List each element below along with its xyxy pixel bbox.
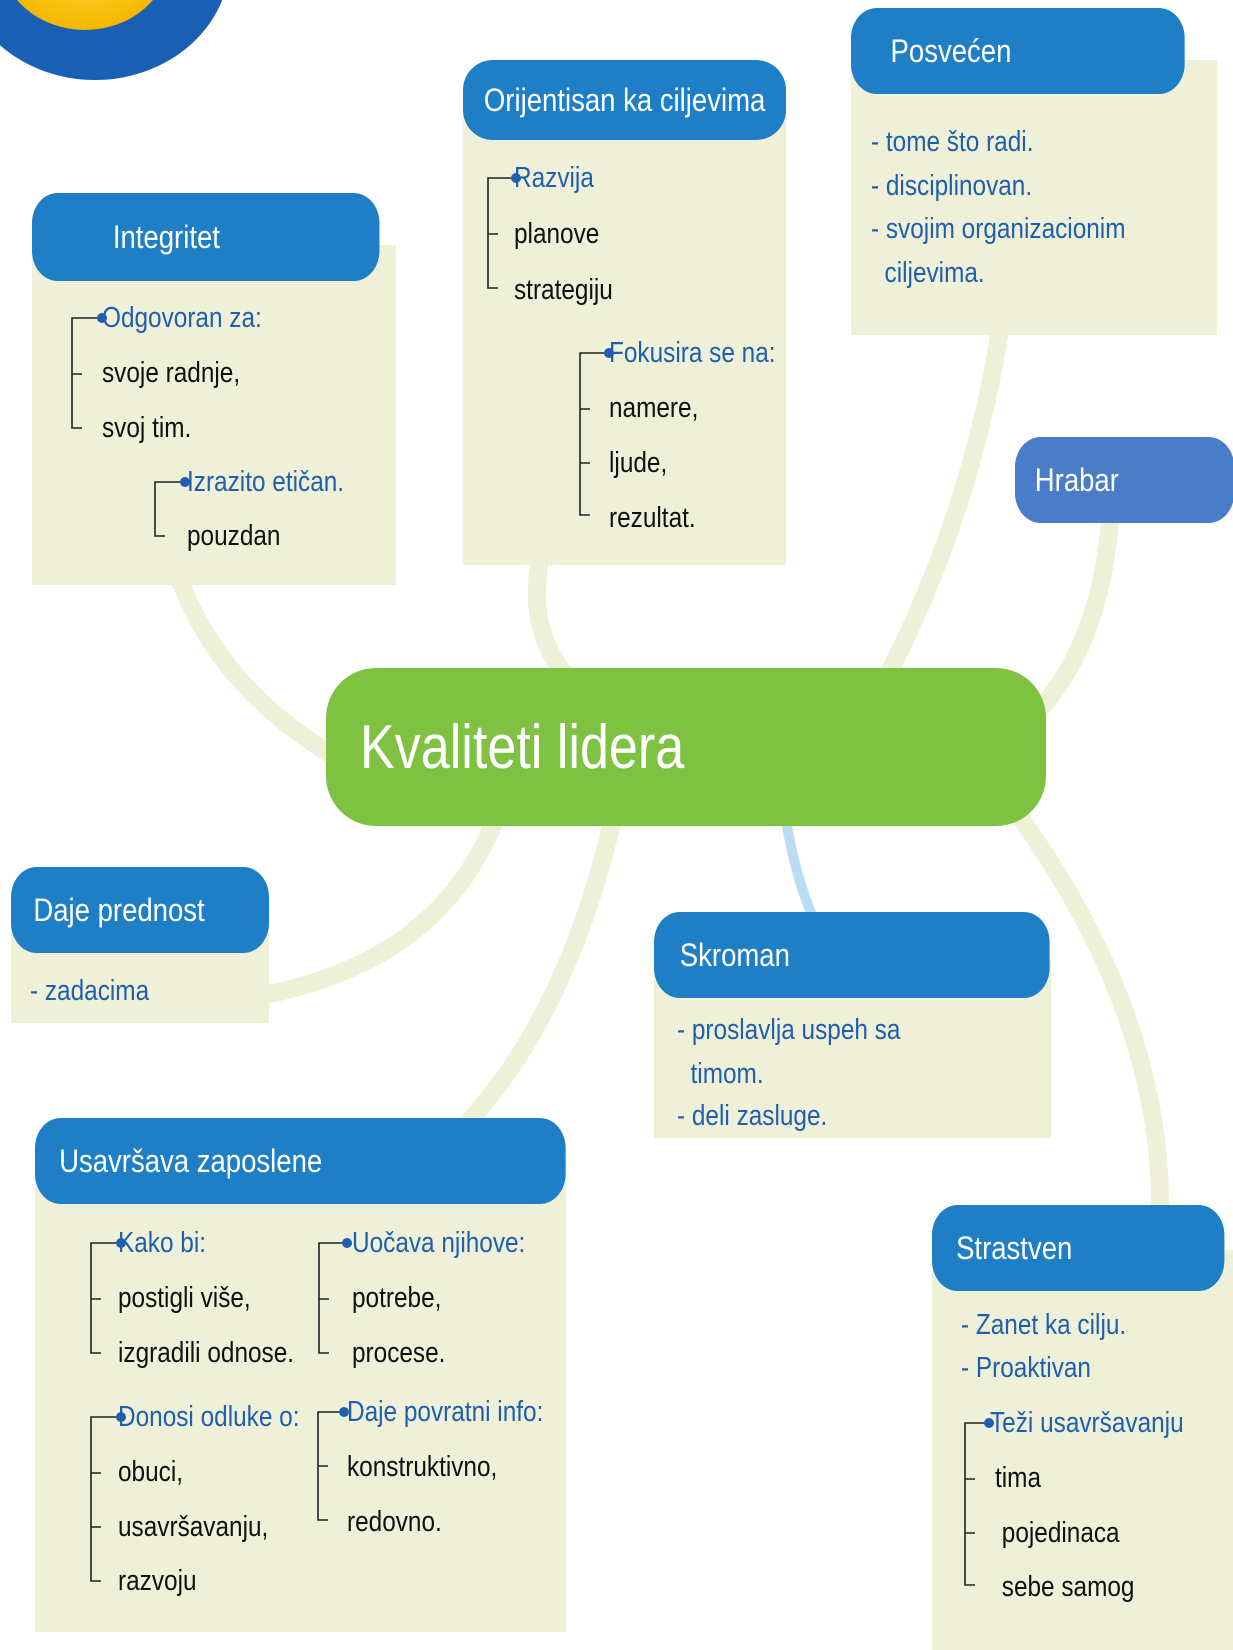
skroman-title: Skroman	[679, 937, 790, 973]
connector-usavrsava	[461, 801, 624, 1129]
uocava-item-2: procese.	[352, 1337, 446, 1369]
sun-logo-icon	[0, 0, 170, 30]
posvecen-line-2: - disciplinovan.	[871, 170, 1033, 202]
donosi-item-3: razvoju	[118, 1565, 197, 1597]
orijentisan-header: Orijentisan ka ciljevima	[463, 60, 786, 140]
connector-integritet	[171, 571, 349, 769]
strastven-box	[932, 1250, 1233, 1650]
kako-bi-heading: Kako bi:	[118, 1227, 207, 1259]
integritet-heading-1: Odgovoran za:	[102, 302, 262, 334]
orijentisan-item-5: rezultat.	[609, 502, 696, 534]
posvecen-line-1: - tome što radi.	[871, 126, 1034, 158]
daje-prednost-header: Daje prednost	[11, 867, 269, 953]
integritet-box	[32, 245, 396, 585]
donosi-item-1: obuci,	[118, 1456, 184, 1488]
uocava-heading: Uočava njihove:	[352, 1227, 526, 1259]
skroman-line-3: - deli zasluge.	[677, 1100, 828, 1132]
povratni-heading: Daje povratni info:	[347, 1396, 544, 1428]
integritet-title: Integritet	[112, 219, 220, 255]
povratni-item-2: redovno.	[347, 1506, 442, 1538]
integritet-heading-2: Izrazito etičan.	[187, 466, 345, 498]
orijentisan-item-2: strategiju	[514, 274, 613, 306]
donosi-item-2: usavršavanju,	[118, 1511, 269, 1543]
strastven-line-2: - Proaktivan	[961, 1352, 1091, 1384]
donosi-heading: Donosi odluke o:	[118, 1401, 300, 1433]
posvecen-box	[851, 60, 1217, 335]
integritet-header: Integritet	[32, 193, 380, 281]
connector-daje-prednost	[256, 811, 504, 1004]
uocava-item-1: potrebe,	[352, 1282, 442, 1314]
posvecen-line-4: ciljevima.	[871, 257, 985, 289]
strastven-header: Strastven	[932, 1205, 1225, 1291]
central-title: Kvaliteti lidera	[360, 712, 685, 782]
strastven-heading: Teži usavršavanju	[990, 1407, 1184, 1439]
logo	[0, 0, 230, 80]
hrabar-header: Hrabar	[1015, 437, 1233, 523]
kako-bi-item-2: izgradili odnose.	[118, 1337, 295, 1369]
orijentisan-item-3: namere,	[609, 392, 699, 424]
integritet-item-3: pouzdan	[187, 520, 281, 552]
skroman-line-1: - proslavlja uspeh sa	[677, 1014, 901, 1046]
daje-prednost-title: Daje prednost	[33, 892, 205, 928]
daje-prednost-line-1: - zadacima	[30, 975, 150, 1007]
usavrsava-title: Usavršava zaposlene	[59, 1143, 323, 1179]
posvecen-title: Posvećen	[890, 33, 1012, 69]
hrabar-title: Hrabar	[1034, 462, 1119, 498]
central-node: Kvaliteti lidera	[326, 668, 1046, 826]
integritet-item-2: svoj tim.	[102, 412, 192, 444]
connector-skroman	[780, 810, 817, 920]
posvecen-header: Posvećen	[851, 8, 1185, 94]
strastven-line-1: - Zanet ka cilju.	[961, 1309, 1127, 1341]
strastven-item-3: sebe samog	[995, 1571, 1135, 1603]
strastven-item-2: pojedinaca	[995, 1517, 1120, 1549]
connector-hrabar	[1021, 511, 1119, 729]
skroman-header: Skroman	[654, 912, 1050, 998]
posvecen-line-3: - svojim organizacionim	[871, 213, 1126, 245]
orijentisan-item-1: planove	[514, 218, 600, 250]
usavrsava-header: Usavršava zaposlene	[35, 1118, 566, 1204]
kako-bi-item-1: postigli više,	[118, 1282, 251, 1314]
skroman-line-2: timom.	[677, 1058, 764, 1090]
usavrsava-box	[35, 1160, 566, 1632]
strastven-title: Strastven	[956, 1230, 1073, 1266]
orijentisan-item-4: ljude,	[609, 447, 668, 479]
connector-strastven	[1006, 801, 1169, 1214]
orijentisan-title: Orijentisan ka ciljevima	[483, 82, 766, 118]
connector-posvecen	[871, 321, 1009, 699]
strastven-item-1: tima	[995, 1462, 1042, 1494]
integritet-item-1: svoje radnje,	[102, 357, 241, 389]
povratni-item-1: konstruktivno,	[347, 1451, 498, 1483]
orijentisan-heading-2: Fokusira se na:	[609, 337, 776, 369]
orijentisan-heading-1: Razvija	[514, 162, 594, 194]
